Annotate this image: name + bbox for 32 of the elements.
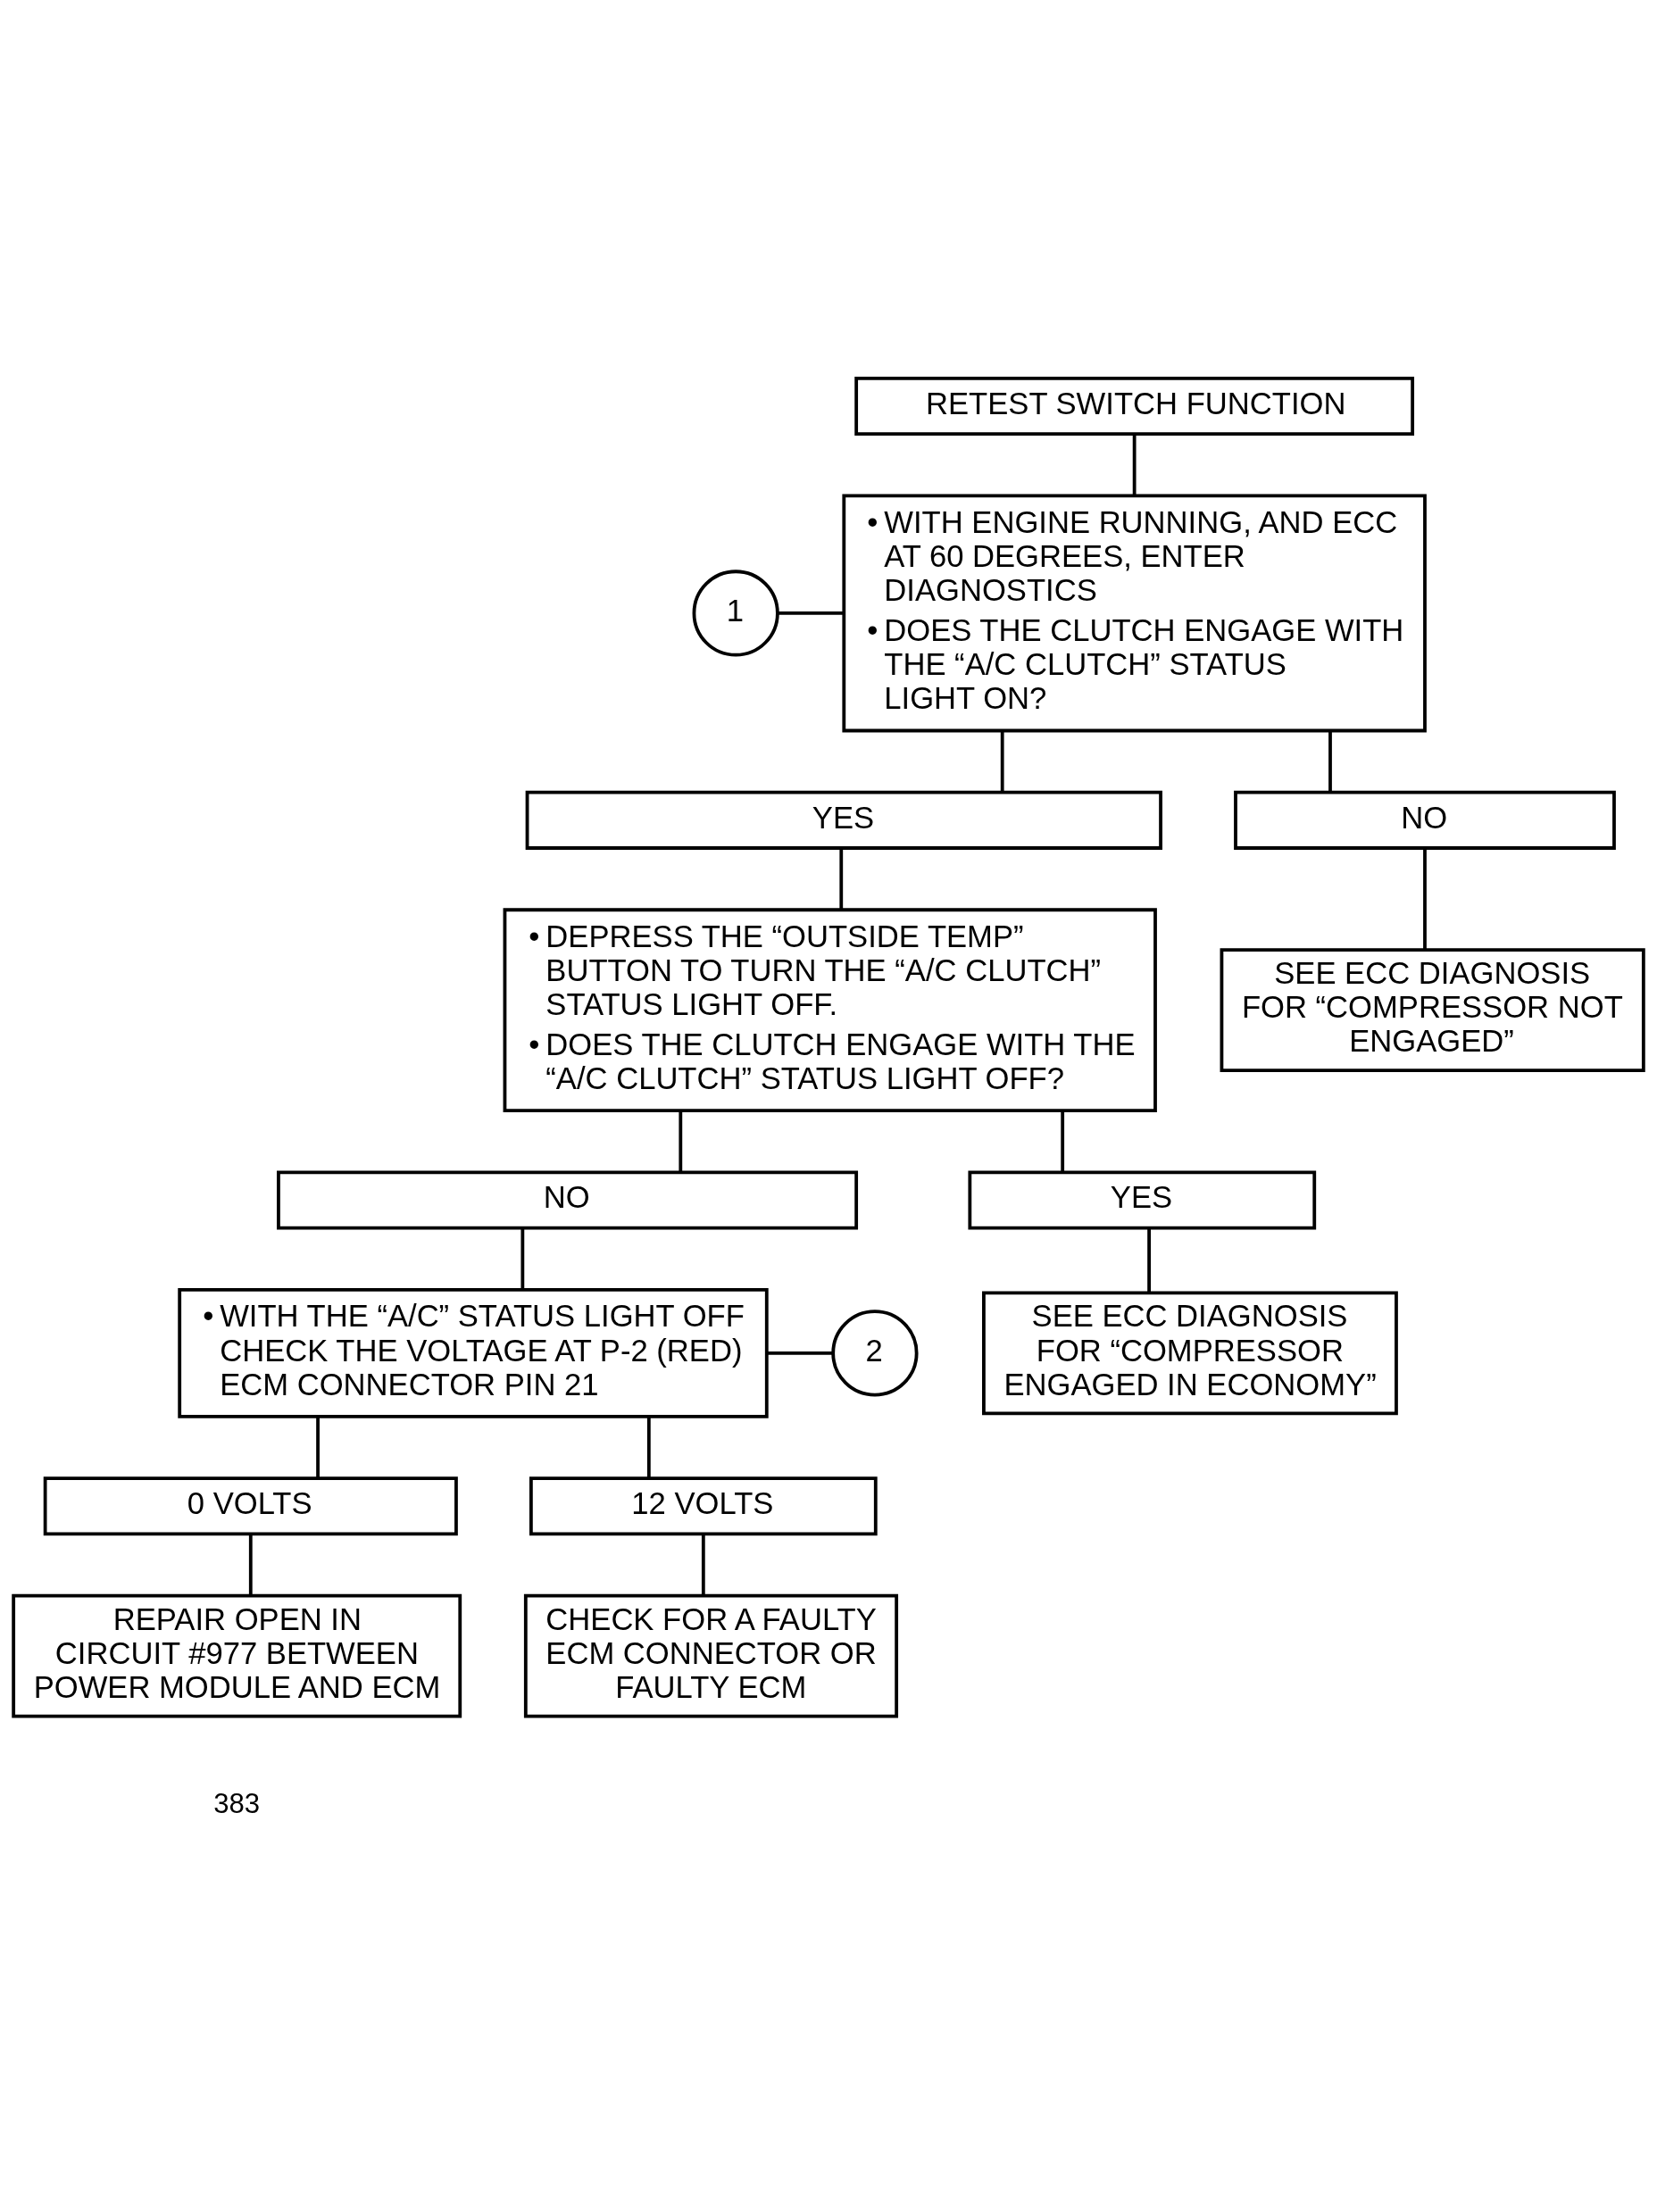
node-box: • DEPRESS THE “OUTSIDE TEMP” BUTTON TO TURN THE “A/C CLUTCH” STATUS LIGHT OFF. • DOES THE CLUTCH ENGAGE WITH THE “A/C CLUTCH” STATUS LIGHT OFF? — [503, 908, 1157, 1113]
node-box: RETEST SWITCH FUNCTION — [854, 377, 1415, 437]
node-box: NO — [1234, 790, 1616, 850]
connector — [248, 1534, 253, 1596]
connector — [316, 1417, 320, 1478]
node-box: 0 VOLTS — [43, 1476, 458, 1536]
connector — [839, 848, 844, 911]
connector — [1423, 848, 1427, 951]
connector — [646, 1417, 651, 1478]
connector — [1147, 1228, 1151, 1293]
node-circle: 1 — [692, 570, 779, 657]
node-box: CHECK FOR A FAULTY ECM CONNECTOR OR FAULTY ECM — [523, 1593, 899, 1718]
connector — [767, 1351, 833, 1355]
node-box: SEE ECC DIAGNOSIS FOR “COMPRESSOR ENGAGED IN ECONOMY” — [982, 1291, 1398, 1416]
connector — [679, 1110, 683, 1173]
node-box: YES — [525, 790, 1162, 850]
node-box: SEE ECC DIAGNOSIS FOR “COMPRESSOR NOT ENGAGED” — [1220, 948, 1645, 1073]
connector — [778, 611, 844, 615]
connector — [1132, 434, 1137, 496]
node-box: YES — [968, 1170, 1317, 1230]
connector — [1000, 730, 1004, 793]
node-circle: 2 — [831, 1310, 919, 1397]
node-box: • WITH ENGINE RUNNING, AND ECC AT 60 DEGREES, ENTER DIAGNOSTICS • DOES THE CLUTCH ENGAGE WITH THE “A/C CLUTCH” STATUS LIGHT ON? — [842, 494, 1427, 733]
node-box: • WITH THE “A/C” STATUS LIGHT OFF CHECK THE VOLTAGE AT P-2 (RED) ECM CONNECTOR PIN 21 — [178, 1288, 769, 1418]
connector — [1061, 1110, 1065, 1173]
connector — [701, 1534, 705, 1596]
label: 383 — [213, 1787, 261, 1819]
node-box: NO — [277, 1170, 859, 1230]
connector — [520, 1228, 525, 1290]
connector — [1328, 730, 1332, 793]
node-box: REPAIR OPEN IN CIRCUIT #977 BETWEEN POWER MODULE AND ECM — [12, 1593, 462, 1718]
node-box: 12 VOLTS — [529, 1476, 878, 1536]
